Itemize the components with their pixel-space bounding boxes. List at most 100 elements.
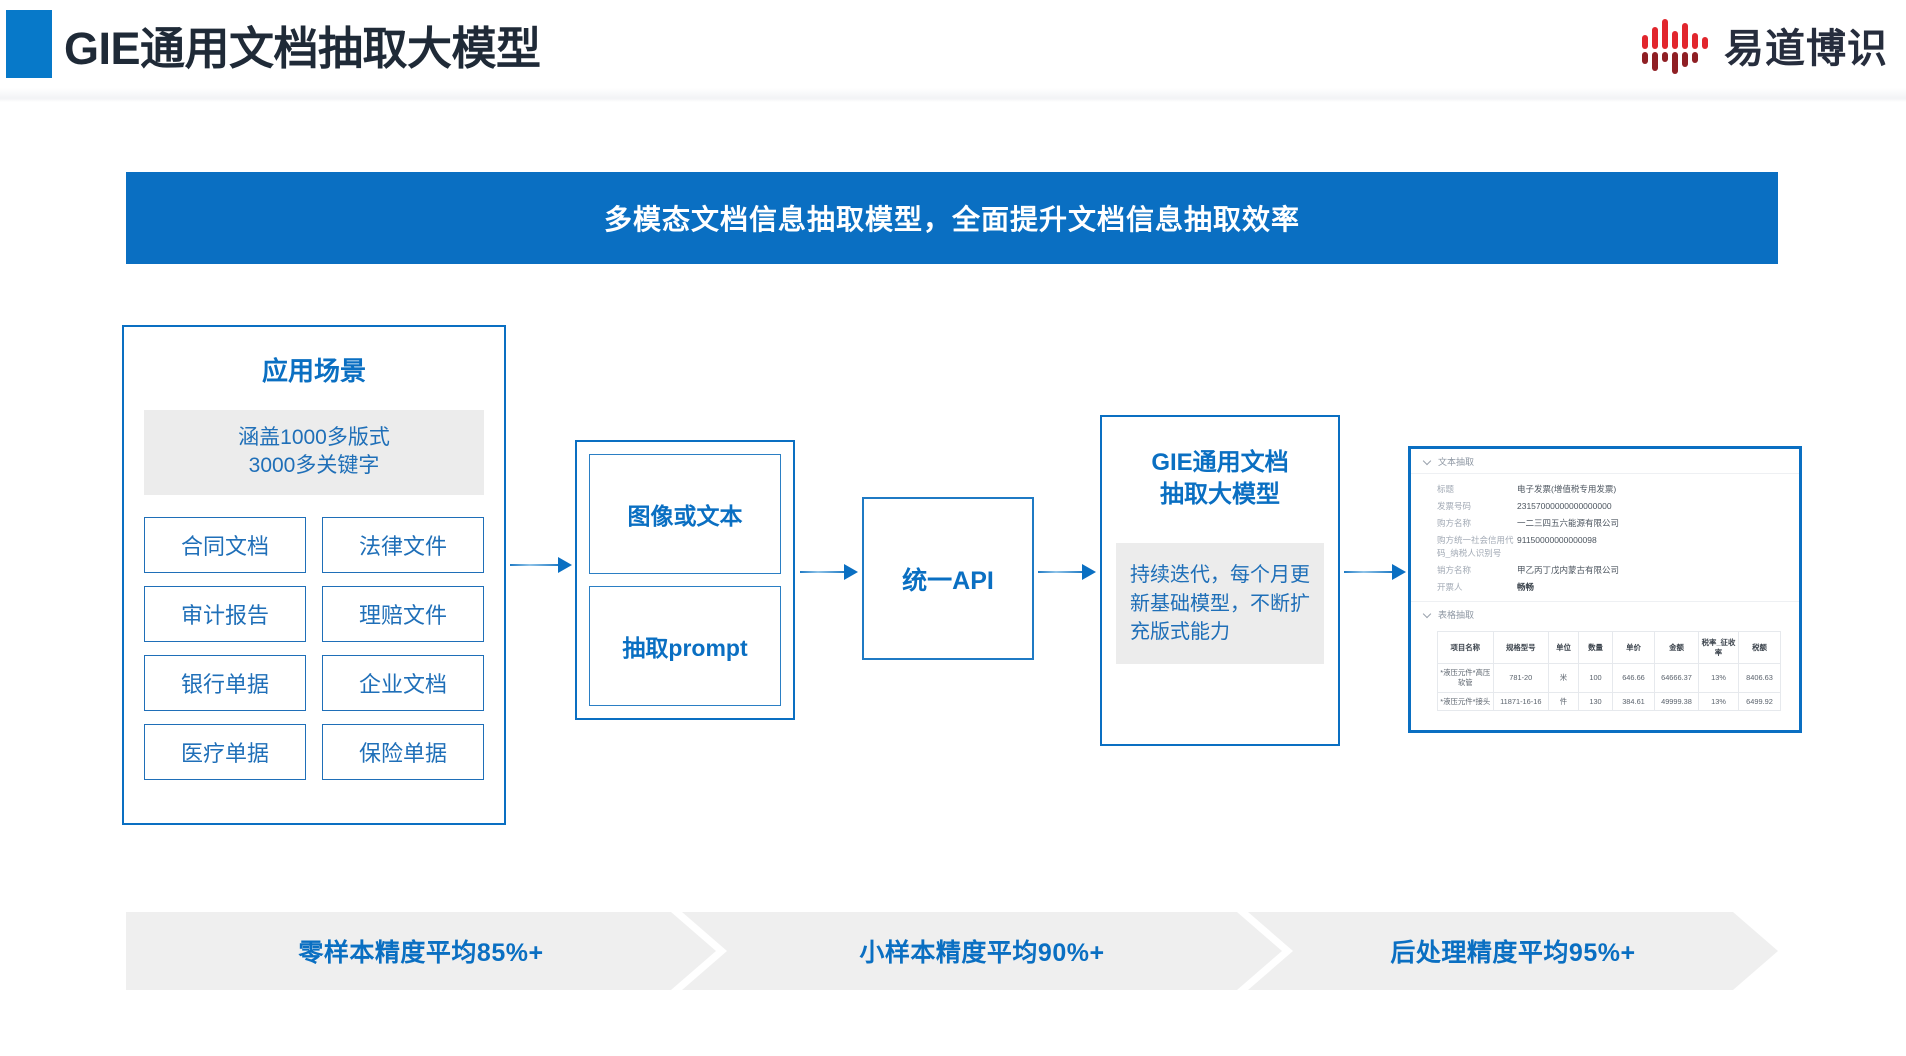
cell: 646.66 xyxy=(1612,663,1655,693)
page-header: GIE通用文档抽取大模型 易道博识 xyxy=(0,0,1906,102)
scenario-panel-title: 应用场景 xyxy=(261,356,366,386)
scenario-item-bank[interactable]: 银行单据 xyxy=(144,655,306,712)
cell: 件 xyxy=(1548,691,1579,712)
logo-bars-icon xyxy=(1642,19,1708,74)
arrow-gie-to-result xyxy=(1344,563,1406,581)
cell: 384.61 xyxy=(1612,691,1655,712)
field-row: 发票号码 23157000000000000000 xyxy=(1411,497,1799,514)
field-value: 畅畅 xyxy=(1517,582,1535,593)
gie-title-line-2: 抽取大模型 xyxy=(1160,481,1280,509)
th-unit: 单位 xyxy=(1548,631,1579,665)
header-divider xyxy=(0,88,1906,102)
header-accent-bar xyxy=(6,10,52,78)
table-row: *液压元件*高压软管 781-20 米 100 646.66 64666.37 … xyxy=(1437,663,1781,693)
text-extraction-fields: 标题 电子发票(增值税专用发票) 发票号码 231570000000000000… xyxy=(1411,474,1799,601)
th-unit-price: 单价 xyxy=(1612,631,1655,665)
field-value: 23157000000000000000 xyxy=(1517,500,1612,511)
table-row: *液压元件*接头 11871-16-16 件 130 384.61 49999.… xyxy=(1437,691,1781,712)
arrow-shaft xyxy=(510,564,559,566)
input-composite-box: 图像或文本 抽取prompt xyxy=(575,440,795,720)
scenario-item-grid: 合同文档 法律文件 审计报告 理赔文件 银行单据 企业文档 医疗单据 保险单据 xyxy=(144,517,484,781)
coverage-line-1: 涵盖1000多版式 xyxy=(238,426,390,449)
coverage-line-2: 3000多关键字 xyxy=(248,453,380,477)
cell: 49999.38 xyxy=(1654,691,1699,712)
scenario-item-insurance[interactable]: 保险单据 xyxy=(322,724,484,781)
field-row: 购方名称 一二三四五六能源有限公司 xyxy=(1411,515,1799,532)
arrow-head xyxy=(1082,564,1096,580)
field-value: 91150000000000098 xyxy=(1517,535,1597,546)
chevron-post-process: 后处理精度平均95%+ xyxy=(1248,912,1778,990)
cell: 13% xyxy=(1698,691,1739,712)
cell: 8406.63 xyxy=(1738,663,1781,693)
cell: *液压元件*接头 xyxy=(1437,691,1494,712)
input-extract-prompt-label: 抽取prompt xyxy=(622,635,748,661)
gie-title-line-1: GIE通用文档 xyxy=(1151,449,1289,476)
field-value: 电子发票(增值税专用发票) xyxy=(1517,483,1617,494)
field-row: 标题 电子发票(增值税专用发票) xyxy=(1411,480,1799,497)
table-extraction-wrap: 项目名称 规格型号 单位 数量 单价 金额 税率_征收率 税额 *液压元件*高压… xyxy=(1411,626,1799,712)
chevron-down-icon xyxy=(1423,610,1432,619)
field-row: 购方统一社会信用代码_纳税人识别号 91150000000000098 xyxy=(1411,532,1799,562)
field-value: 甲乙丙丁戊内蒙古有限公司 xyxy=(1517,565,1620,576)
gie-model-title: GIE通用文档 抽取大模型 xyxy=(1116,447,1324,511)
headline-banner: 多模态文档信息抽取模型，全面提升文档信息抽取效率 xyxy=(126,172,1778,264)
field-key: 发票号码 xyxy=(1437,500,1472,511)
accuracy-chevron-bar: 零样本精度平均85%+ 小样本精度平均90%+ 后处理精度平均95%+ xyxy=(126,912,1778,990)
scenario-item-audit[interactable]: 审计报告 xyxy=(144,586,306,643)
arrow-head xyxy=(558,557,572,573)
page-title: GIE通用文档抽取大模型 xyxy=(64,22,541,74)
text-extraction-heading: 文本抽取 xyxy=(1438,457,1475,467)
cell: 781-20 xyxy=(1492,663,1549,693)
cell: 100 xyxy=(1578,663,1613,693)
cell: 米 xyxy=(1548,663,1579,693)
field-key: 购方名称 xyxy=(1437,518,1472,529)
arrow-head xyxy=(1392,564,1406,580)
table-header-row: 项目名称 规格型号 单位 数量 单价 金额 税率_征收率 税额 xyxy=(1437,631,1781,665)
scenario-item-enterprise[interactable]: 企业文档 xyxy=(322,655,484,712)
scenario-item-legal[interactable]: 法律文件 xyxy=(322,517,484,574)
unified-api-label: 统一API xyxy=(902,566,994,595)
field-row: 销方名称 甲乙丙丁戊内蒙古有限公司 xyxy=(1411,562,1799,579)
cell: 13% xyxy=(1698,663,1739,693)
arrow-api-to-gie xyxy=(1038,563,1096,581)
scenario-item-contract[interactable]: 合同文档 xyxy=(144,517,306,574)
field-value: 一二三四五六能源有限公司 xyxy=(1517,518,1620,529)
extraction-result-panel: 文本抽取 标题 电子发票(增值税专用发票) 发票号码 2315700000000… xyxy=(1408,446,1802,733)
th-spec-model: 规格型号 xyxy=(1492,631,1549,665)
th-item-name: 项目名称 xyxy=(1437,631,1494,665)
arrow-input-to-api xyxy=(800,563,858,581)
arrow-shaft xyxy=(1344,571,1393,573)
text-extraction-section-header[interactable]: 文本抽取 xyxy=(1411,449,1799,474)
unified-api-box[interactable]: 统一API xyxy=(862,497,1034,660)
scenario-coverage-note: 涵盖1000多版式 3000多关键字 xyxy=(144,410,484,496)
scenario-item-medical[interactable]: 医疗单据 xyxy=(144,724,306,781)
headline-banner-text: 多模态文档信息抽取模型，全面提升文档信息抽取效率 xyxy=(603,204,1300,235)
gie-model-box: GIE通用文档 抽取大模型 持续迭代，每个月更新基础模型，不断扩充版式能力 xyxy=(1100,415,1340,746)
th-amount: 金额 xyxy=(1654,631,1699,665)
arrow-head xyxy=(844,564,858,580)
input-extract-prompt-box[interactable]: 抽取prompt xyxy=(589,586,781,706)
arrow-shaft xyxy=(1038,571,1083,573)
scenario-item-claims[interactable]: 理赔文件 xyxy=(322,586,484,643)
field-key: 购方统一社会信用代码_纳税人识别号 xyxy=(1437,535,1514,558)
field-key: 销方名称 xyxy=(1437,565,1472,576)
th-tax-amount: 税额 xyxy=(1738,631,1781,665)
logo-text: 易道博识 xyxy=(1724,27,1888,71)
th-quantity: 数量 xyxy=(1578,631,1613,665)
arrow-shaft xyxy=(800,571,845,573)
input-image-or-text-box[interactable]: 图像或文本 xyxy=(589,454,781,574)
cell: 130 xyxy=(1578,691,1613,712)
cell: 11871-16-16 xyxy=(1492,691,1549,712)
input-image-or-text-label: 图像或文本 xyxy=(627,503,743,529)
gie-model-note: 持续迭代，每个月更新基础模型，不断扩充版式能力 xyxy=(1116,543,1324,665)
application-scenario-panel: 应用场景 涵盖1000多版式 3000多关键字 合同文档 法律文件 审计报告 理… xyxy=(122,325,506,825)
chevron-few-shot: 小样本精度平均90%+ xyxy=(682,912,1282,990)
chevron-down-icon xyxy=(1423,457,1432,466)
table-extraction-heading: 表格抽取 xyxy=(1438,610,1475,621)
chevron-zero-shot: 零样本精度平均85%+ xyxy=(126,912,716,990)
cell: 64666.37 xyxy=(1654,663,1699,693)
table-extraction-section-header[interactable]: 表格抽取 xyxy=(1411,601,1799,626)
brand-logo: 易道博识 xyxy=(1642,14,1888,76)
field-key: 开票人 xyxy=(1437,582,1463,593)
